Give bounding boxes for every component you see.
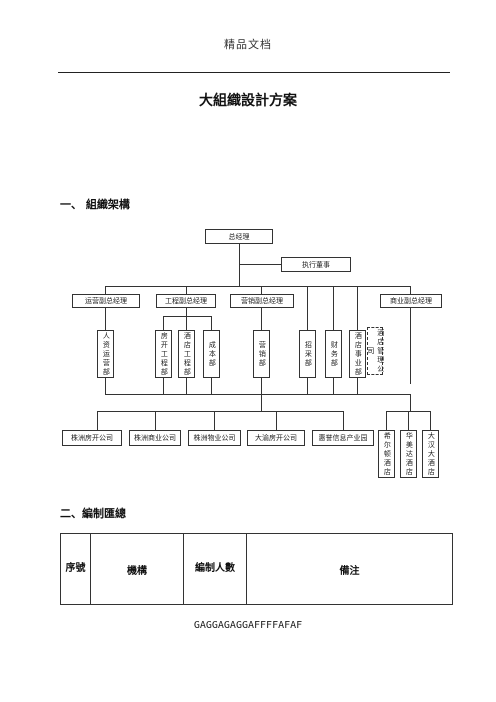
org-dept-hotel-mgmt-box: 酒店管理公司 xyxy=(367,327,385,375)
org-connector xyxy=(105,286,410,287)
document-title: 大組織設計方案 xyxy=(199,93,297,109)
org-connector xyxy=(163,316,212,317)
org-connector xyxy=(410,394,411,411)
org-connector xyxy=(333,286,334,330)
org-vp-marketing-box: 营销副总经理 xyxy=(230,294,294,308)
org-connector xyxy=(410,286,411,294)
org-connector xyxy=(261,378,262,394)
org-connector xyxy=(211,378,212,394)
org-company-box: 株洲房开公司 xyxy=(62,430,122,446)
org-ceo-box: 总经理 xyxy=(205,229,273,244)
org-company-box: 惠誉信息产业园 xyxy=(312,430,374,446)
org-dept-marketing-box: 营销部 xyxy=(253,330,270,378)
org-dept-procurement-box: 招采部 xyxy=(299,330,316,378)
org-connector xyxy=(186,286,187,294)
table-header-index: 序號 xyxy=(60,533,91,605)
org-connector xyxy=(333,378,334,394)
org-connector xyxy=(386,411,387,430)
section-org-structure-heading: 一、 組織架構 xyxy=(60,198,130,211)
org-dept-hotel-eng-box: 酒店工程部 xyxy=(178,330,195,378)
org-hotel-box: 大汉大酒店 xyxy=(422,430,439,478)
org-hotel-box: 华美达酒店 xyxy=(400,430,417,478)
org-connector xyxy=(261,308,262,330)
org-dept-property-eng-box: 房开工程部 xyxy=(155,330,172,378)
org-dept-hr-ops-box: 人资运营部 xyxy=(97,330,114,378)
org-connector xyxy=(105,286,106,294)
org-connector xyxy=(214,411,215,430)
org-connector xyxy=(105,394,411,395)
org-connector xyxy=(239,244,240,286)
org-connector xyxy=(307,286,308,330)
org-connector xyxy=(343,411,344,430)
org-connector xyxy=(276,411,277,430)
org-connector xyxy=(408,411,409,430)
table-header-org: 機構 xyxy=(90,533,184,605)
table-header-remarks: 備注 xyxy=(246,533,453,605)
org-company-box: 株洲物业公司 xyxy=(188,430,241,446)
footer-text: GAGGAGAGGAFFFFAFAF xyxy=(193,620,303,631)
header-divider xyxy=(58,72,450,73)
org-connector xyxy=(239,264,281,265)
staffing-summary-table: 序號 機構 編制人數 備注 xyxy=(60,533,453,605)
org-dept-hotel-business-box: 酒店事业部 xyxy=(349,330,366,378)
org-connector xyxy=(211,316,212,330)
org-connector xyxy=(357,286,358,330)
org-hotel-box: 希尔顿酒店 xyxy=(378,430,395,478)
org-connector xyxy=(357,378,358,394)
org-connector xyxy=(163,316,164,330)
org-connector xyxy=(186,316,187,330)
org-exec-director-box: 执行董事 xyxy=(281,257,351,272)
org-connector xyxy=(186,308,187,316)
org-dept-cost-box: 成本部 xyxy=(203,330,220,378)
org-connector xyxy=(97,411,98,430)
org-connector xyxy=(97,411,343,412)
org-vp-engineering-box: 工程副总经理 xyxy=(156,294,216,308)
org-vp-commercial-box: 商业副总经理 xyxy=(380,294,442,308)
org-connector xyxy=(155,411,156,430)
org-connector xyxy=(307,378,308,394)
org-dept-finance-box: 财务部 xyxy=(325,330,342,378)
org-connector xyxy=(105,378,106,394)
org-connector xyxy=(186,378,187,394)
org-connector xyxy=(410,308,411,384)
org-connector xyxy=(261,286,262,294)
org-company-box: 株洲商业公司 xyxy=(129,430,181,446)
org-vp-operations-box: 运营副总经理 xyxy=(72,294,140,308)
table-header-headcount: 編制人數 xyxy=(183,533,247,605)
org-connector xyxy=(105,308,106,330)
section-staffing-summary-heading: 二、編制匯總 xyxy=(60,507,126,520)
page-header: 精品文档 xyxy=(224,38,272,51)
table-header-row: 序號 機構 編制人數 備注 xyxy=(60,533,453,605)
org-connector xyxy=(261,394,262,411)
org-company-box: 大渝房开公司 xyxy=(247,430,305,446)
org-connector xyxy=(163,378,164,394)
org-connector xyxy=(430,411,431,430)
